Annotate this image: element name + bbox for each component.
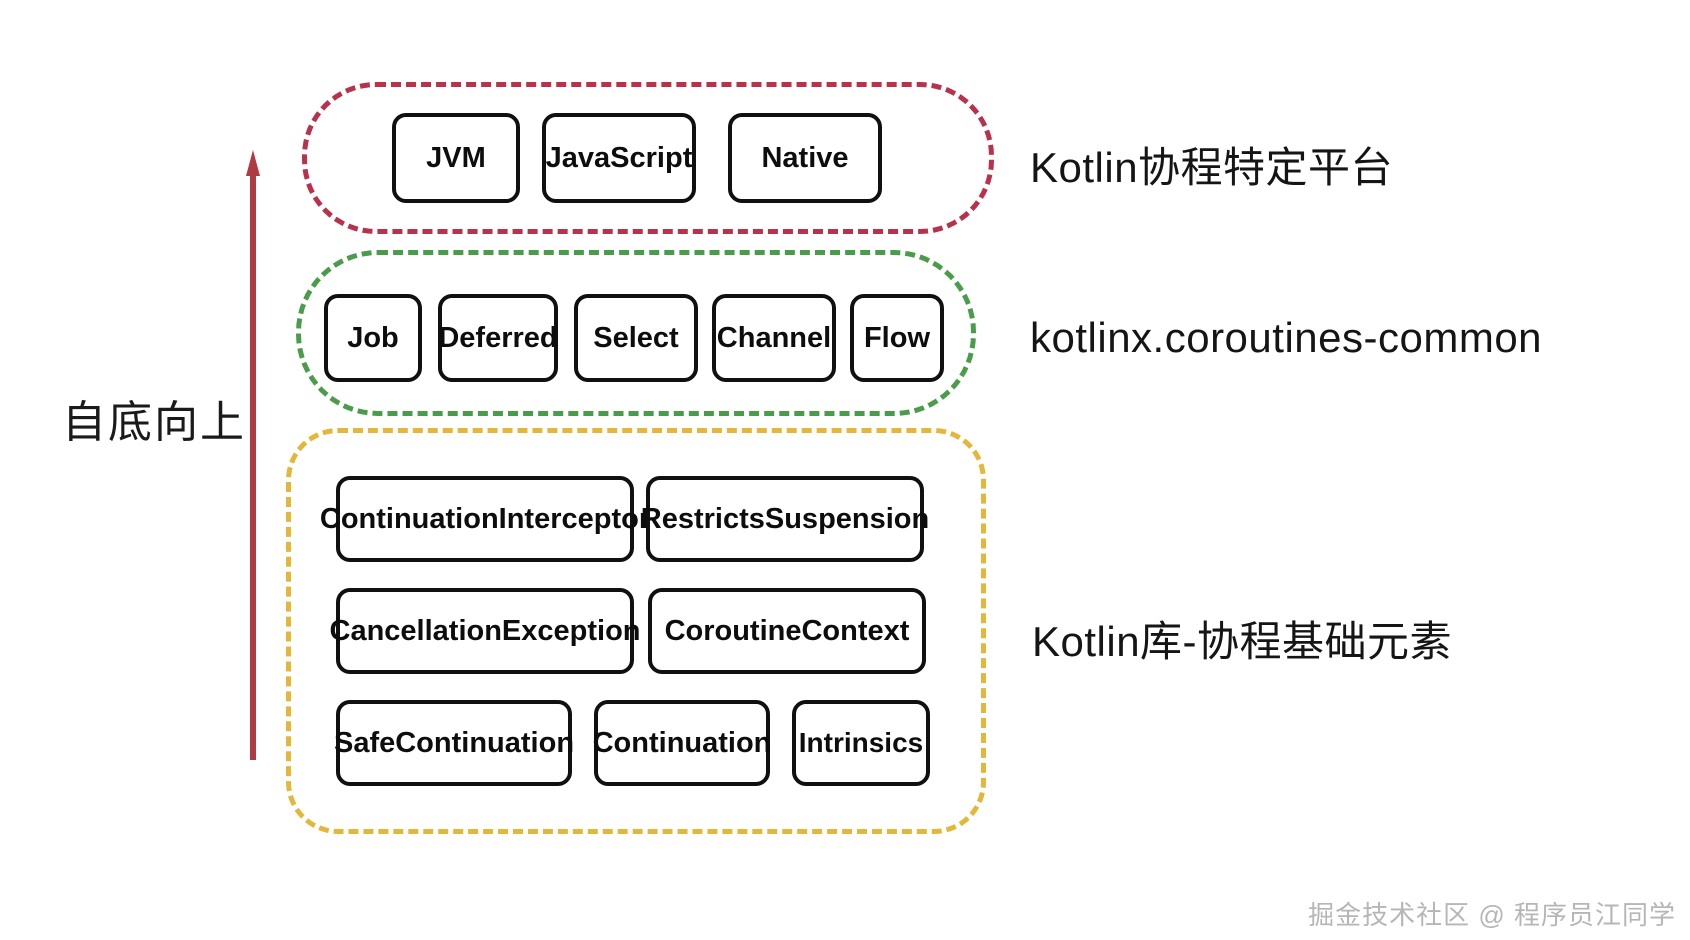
node-restrictssuspension[interactable]: RestrictsSuspension <box>641 476 929 562</box>
node-continuation[interactable]: Continuation <box>593 700 771 786</box>
node-jvm[interactable]: JVM <box>392 113 520 203</box>
node-select[interactable]: Select <box>574 294 698 382</box>
layer-group-core <box>286 428 986 834</box>
node-intrinsics[interactable]: Intrinsics <box>792 700 930 786</box>
bottom-up-arrow <box>246 150 260 760</box>
node-flow[interactable]: Flow <box>850 294 944 382</box>
layer-label-platform: Kotlin协程特定平台 <box>1030 144 1394 191</box>
arrow-shaft <box>250 168 256 760</box>
node-safecontinuation[interactable]: SafeContinuation <box>334 700 574 786</box>
node-coroutinecontext[interactable]: CoroutineContext <box>648 588 926 674</box>
node-job[interactable]: Job <box>324 294 422 382</box>
layer-group-common <box>296 250 976 416</box>
layer-label-core: Kotlin库-协程基础元素 <box>1032 618 1453 665</box>
node-deferred[interactable]: Deferred <box>438 294 558 382</box>
node-javascript[interactable]: JavaScript <box>542 113 696 203</box>
node-native[interactable]: Native <box>728 113 882 203</box>
layer-group-platform <box>302 82 994 234</box>
layer-label-common: kotlinx.coroutines-common <box>1030 314 1543 361</box>
node-channel[interactable]: Channel <box>712 294 836 382</box>
arrow-head-icon <box>246 150 260 176</box>
node-cancellationexception[interactable]: CancellationException <box>330 588 641 674</box>
node-continuationinterceptor[interactable]: ContinuationInterceptor <box>320 476 650 562</box>
bottom-up-caption: 自底向上 <box>62 398 246 447</box>
watermark: 掘金技术社区 @ 程序员江同学 <box>1308 900 1676 930</box>
